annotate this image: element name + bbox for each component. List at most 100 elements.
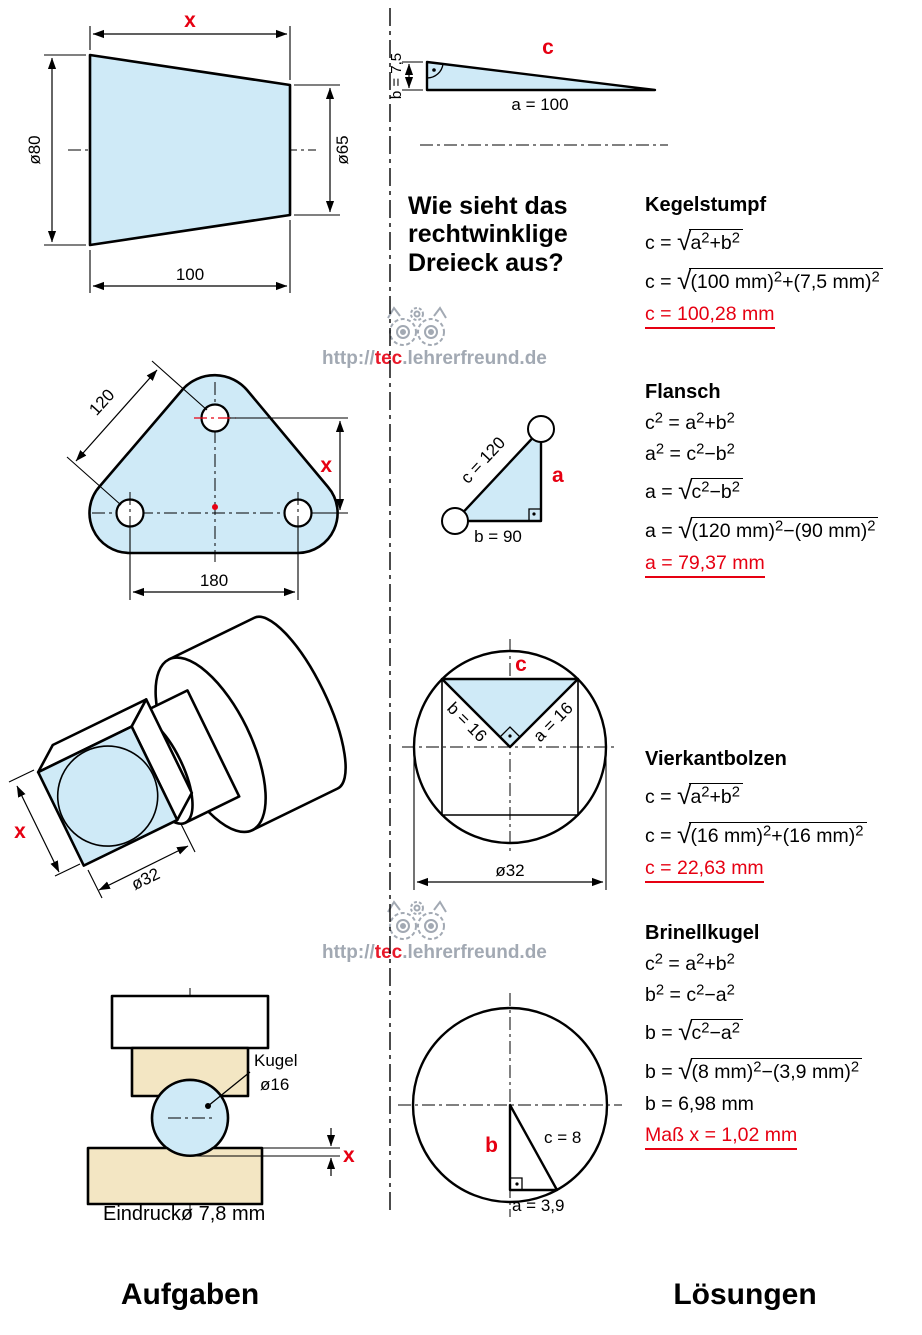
radical-sign: √ [678, 1055, 693, 1085]
formula-line: c2 = a2+b2 [645, 410, 735, 434]
solution-formulas: c = √a2+b2 c = √(100 mm)2+(7,5 mm)2 c = 10… [645, 225, 917, 329]
shank-circle [56, 745, 159, 847]
formula-line: c2 = a2+b2 [645, 951, 735, 975]
dim-x-label: x [184, 9, 196, 32]
center-dot [212, 504, 218, 510]
radical-sign: √ [678, 1016, 693, 1046]
lower-block [86, 1146, 264, 1206]
dim-x-label: x [343, 1144, 355, 1167]
leader-line [207, 1071, 251, 1107]
watermark-url-pre: http:// [322, 942, 375, 963]
radicand: a2+b2 [689, 783, 744, 809]
right-angle-mark [499, 726, 521, 738]
watermark-top: http://tec.lehrerfreund.de [322, 304, 547, 370]
dim-x-label: x [14, 820, 26, 843]
leader-dot [205, 1103, 211, 1109]
dim-d80-label: ø80 [25, 135, 44, 164]
c-label: c [515, 653, 527, 676]
formula-line: c = √a2+b2 [645, 779, 917, 810]
solution-brinellkugel: Brinellkugel c2 = a2+b2 b2 = c2−a2 b = √c2… [645, 922, 917, 1158]
footer-aufgaben: Aufgaben [120, 1278, 260, 1311]
brinellkugel-triangle: b c = 8 a = 3,9 [398, 993, 622, 1217]
kegelstumpf-triangle: b = 7,5 a = 100 c [388, 36, 668, 146]
dim-x-label: x [320, 454, 332, 477]
dim-d65-label: ø65 [333, 135, 352, 164]
radicand: (16 mm)2+(16 mm)2 [689, 822, 867, 848]
formula-line: c = 100,28 mm [645, 303, 917, 329]
b-label: b [485, 1134, 498, 1157]
triangle-c-label: c [542, 36, 554, 59]
hole-top-right [527, 415, 555, 443]
formula-line: b = √(8 mm)2−(3,9 mm)2 [645, 1054, 917, 1085]
solution-formulas: c2 = a2+b2 a2 = c2−b2 a = √c2−b2 a = √(120 … [645, 410, 917, 578]
radicand: c2−a2 [690, 1019, 744, 1045]
solution-formulas: c2 = a2+b2 b2 = c2−a2 b = √c2−a2 b = √(8 mm… [645, 951, 917, 1150]
watermark-url-post: .lehrerfreund.de [402, 348, 547, 369]
dim-100-label: 100 [176, 265, 204, 284]
formula-line: c = √a2+b2 [645, 225, 917, 256]
head-front-face [36, 725, 179, 867]
formula-line: a = √(120 mm)2−(90 mm)2 [645, 513, 917, 544]
triangle-a-label: a = 100 [511, 95, 568, 114]
a-label: a = 3,9 [512, 1196, 564, 1215]
dim-d32-label: ø32 [495, 861, 524, 880]
radicand: (100 mm)2+(7,5 mm)2 [689, 268, 883, 294]
formula-line: b = √c2−a2 [645, 1015, 917, 1046]
flansch-triangle: c = 120 a b = 90 [441, 415, 564, 546]
formula-line: c = 22,63 mm [645, 857, 917, 883]
formula-line: c = √(16 mm)2+(16 mm)2 [645, 818, 917, 849]
vierkantbolzen-drawing: x ø32 [8, 615, 347, 899]
angle-dot [515, 1182, 519, 1186]
angle-dot [432, 68, 436, 72]
radicand: (8 mm)2−(3,9 mm)2 [690, 1058, 863, 1084]
question-text: Wie sieht das rechtwinklige Dreieck aus? [408, 192, 568, 277]
formula-line: a = √c2−b2 [645, 474, 917, 505]
radical-sign: √ [676, 780, 692, 810]
watermark-url-tec: tec [374, 942, 403, 963]
formula-line: b2 = c2−a2 [645, 982, 735, 1006]
dim-d32-label: ø32 [128, 864, 163, 894]
watermark-url-post: .lehrerfreund.de [402, 942, 547, 963]
thin-right-triangle [425, 60, 657, 92]
angle-dot [508, 734, 512, 738]
solution-title: Kegelstumpf [645, 194, 767, 216]
owl-gear-logo [387, 900, 447, 940]
radicand: a2+b2 [689, 229, 744, 255]
angle-dot [532, 512, 536, 516]
caption: Eindruckø 7,8 mm [103, 1203, 265, 1225]
formula-line: a = 79,37 mm [645, 552, 917, 578]
footer-loesungen: Lösungen [673, 1278, 817, 1311]
watermark-url-pre: http:// [322, 348, 375, 369]
b-label: b = 90 [474, 527, 522, 546]
formula-line: Maß x = 1,02 mm [645, 1124, 917, 1150]
formula-line: a2 = c2−b2 [645, 441, 735, 465]
formula-line: c = √(100 mm)2+(7,5 mm)2 [645, 264, 917, 295]
dim-180-label: 180 [200, 571, 228, 590]
solution-title: Brinellkugel [645, 922, 760, 944]
dim-120-label: 120 [85, 385, 118, 419]
upper-block [110, 994, 270, 1050]
kegelstumpf-drawing: x ø80 ø65 100 [25, 9, 352, 293]
c-label: c = 8 [544, 1128, 581, 1147]
vierkantbolzen-triangle: c b = 16 a = 16 ø32 [402, 639, 618, 890]
a-label: a [552, 464, 564, 487]
flansch-drawing: 120 x 180 [66, 360, 348, 600]
right-triangle [508, 1103, 559, 1192]
flange-plate-shape [88, 373, 339, 555]
triangle-b-label: b = 7,5 [388, 53, 405, 99]
right-angle-mark [510, 1177, 523, 1190]
cylinder-body [167, 615, 347, 832]
formula-line: b = 6,98 mm [645, 1093, 754, 1115]
radicand: c2−b2 [690, 478, 744, 504]
solution-formulas: c = √a2+b2 c = √(16 mm)2+(16 mm)2 c = 22,6… [645, 779, 917, 883]
watermark-url: http://tec.lehrerfreund.de [322, 348, 547, 370]
kugel-label-line1: Kugel [254, 1051, 297, 1070]
hole-bottom-left [441, 507, 469, 535]
shaded-triangle [440, 677, 580, 749]
right-triangle [453, 427, 543, 523]
radical-sign: √ [678, 514, 693, 544]
